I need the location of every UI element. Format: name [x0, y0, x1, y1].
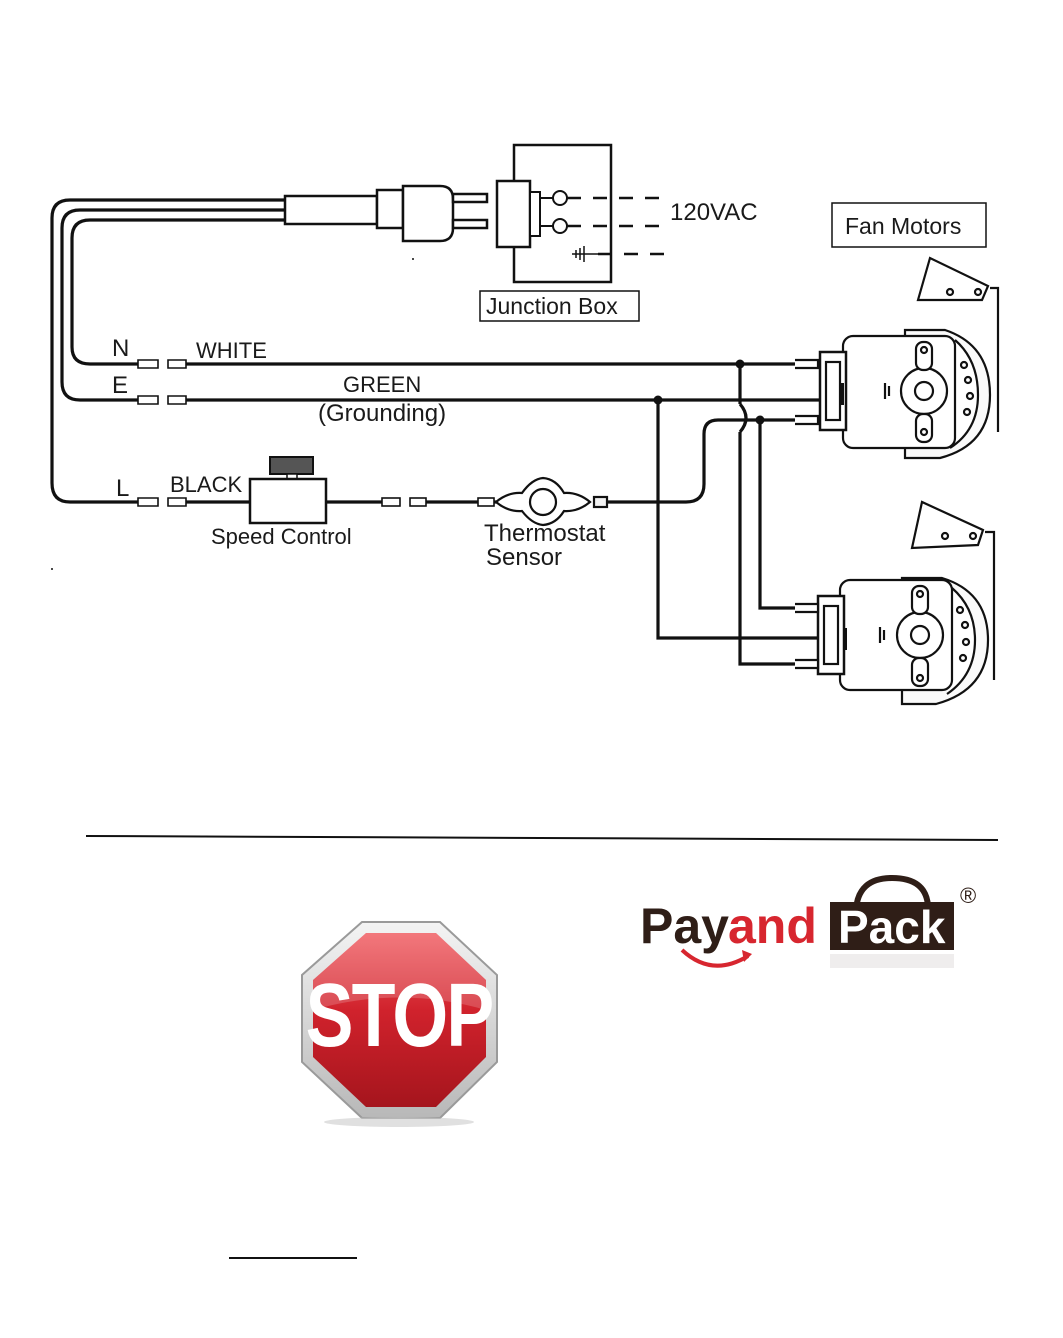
- logo-pay: Pay: [640, 898, 729, 954]
- line-label: L: [116, 475, 129, 502]
- grounding-label: (Grounding): [318, 400, 446, 427]
- junction-box: [497, 145, 676, 282]
- junction-box-label: Junction Box: [486, 293, 618, 319]
- stop-sign-text: STOP: [306, 965, 493, 1065]
- stray-dot: [51, 568, 53, 570]
- logo-and: and: [728, 898, 817, 954]
- fan-motor-upper: [795, 258, 998, 458]
- white-wire-label: WHITE: [196, 338, 267, 363]
- speed-control: [250, 457, 326, 523]
- stop-sign-icon: STOP: [302, 922, 497, 1127]
- voltage-label: 120VAC: [670, 199, 758, 226]
- fan-motor-lower: [795, 502, 994, 704]
- thermostat-label-line1: Thermostat: [484, 520, 606, 547]
- logo-registered-mark: ®: [960, 883, 976, 908]
- thermostat-sensor: [496, 478, 607, 525]
- black-wire-label: BLACK: [170, 472, 242, 497]
- section-divider: [86, 836, 998, 840]
- speed-control-label: Speed Control: [211, 524, 352, 549]
- logo-pack: Pack: [838, 901, 946, 953]
- fan-motors-label: Fan Motors: [845, 213, 961, 239]
- thermostat-label-line2: Sensor: [486, 544, 562, 571]
- green-wire-label: GREEN: [343, 372, 421, 397]
- earth-label: E: [112, 372, 128, 399]
- neutral-label: N: [112, 335, 129, 362]
- payandpack-logo: Pay and Pack ®: [640, 878, 976, 968]
- wire-junction-dots: [654, 360, 765, 425]
- stray-dot: [412, 258, 414, 260]
- power-plug: [285, 186, 487, 241]
